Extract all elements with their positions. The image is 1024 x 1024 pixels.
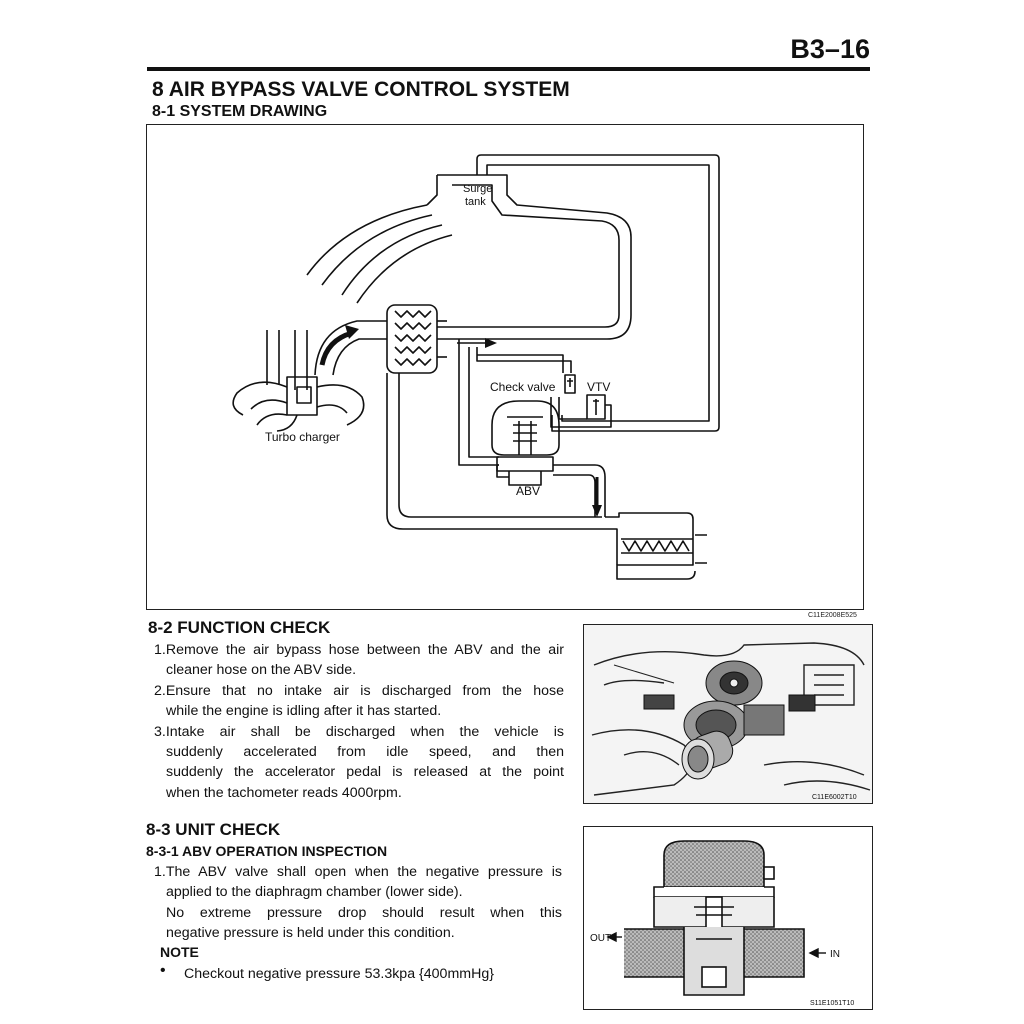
unit-check-heading: 8-3 UNIT CHECK [146,820,281,839]
abv-line2: applied to the diaphragm chamber (lower … [166,884,463,901]
step2-line2: while the engine is idling after it has … [166,703,442,720]
abv-line3: No extreme pressure drop should result w… [166,904,562,921]
pipe-lower-return [386,373,602,530]
step3-line1: 3.Intake air shall be discharged when th… [154,723,564,740]
step3-line3: suddenly the accelerator pedal is releas… [166,764,564,781]
section-subtitle: 8-1 SYSTEM DRAWING [152,103,328,120]
label-in: IN [830,949,840,960]
header-rule [147,67,870,71]
system-drawing-svg: Surge tank Check valve VTV Turbo charger… [232,154,720,580]
label-check-valve: Check valve [490,380,556,394]
pipe-top-loop [476,154,720,432]
abv-inspection-heading: 8-3-1 ABV OPERATION INSPECTION [146,843,388,859]
abv-line4: negative pressure is held under this con… [166,925,455,942]
engine-photo: C11E6002T10 [583,624,873,804]
abv-diagram-svg: OUT IN S11E1051T10 [590,840,854,1007]
label-abv: ABV [516,484,540,498]
turbo-charger [232,330,365,432]
step1-line1: 1.Remove the air bypass hose between the… [154,642,564,658]
label-vtv: VTV [587,380,610,394]
note-label: NOTE [160,944,199,960]
abv-inspection-text: 1.The ABV valve shall open when the nega… [154,862,562,944]
label-surge-tank-2: tank [465,196,486,208]
abv-diagram: OUT IN S11E1051T10 [583,826,873,1010]
system-drawing: Surge tank Check valve VTV Turbo charger… [146,124,864,610]
step2-line1: 2.Ensure that no intake air is discharge… [154,682,564,699]
label-surge-tank-1: Surge [463,183,492,195]
drawing-code: C11E2008E525 [808,612,857,619]
function-check-heading: 8-2 FUNCTION CHECK [148,618,331,637]
step1-line2: cleaner hose on the ABV side. [166,662,357,679]
check-valve [564,374,576,394]
abv-line1: 1.The ABV valve shall open when the nega… [154,864,562,880]
label-turbo-charger: Turbo charger [265,430,340,444]
step3-line2: suddenly accelerated from idle speed, an… [166,744,564,761]
turbo-elbow [314,320,387,376]
air-cleaner [605,512,696,580]
note-bullet-text: Checkout negative pressure 53.3kpa {400m… [184,966,494,982]
engine-photo-code: C11E6002T10 [812,794,857,801]
vtv [586,394,606,420]
step3-line4: when the tachometer reads 4000rpm. [166,784,402,801]
abv-valve [491,400,560,486]
bullet-dot: • [160,962,166,979]
engine-photo-svg: C11E6002T10 [584,625,872,803]
label-out: OUT [590,933,611,944]
intake-arc [306,204,428,276]
abv-diagram-code: S11E1051T10 [810,1000,854,1007]
surge-tank [437,174,632,340]
page-title: 8 AIR BYPASS VALVE CONTROL SYSTEM [152,78,570,101]
function-check-steps: 1.Remove the air bypass hose between the… [154,640,564,803]
page-number: B3–16 [790,34,870,64]
